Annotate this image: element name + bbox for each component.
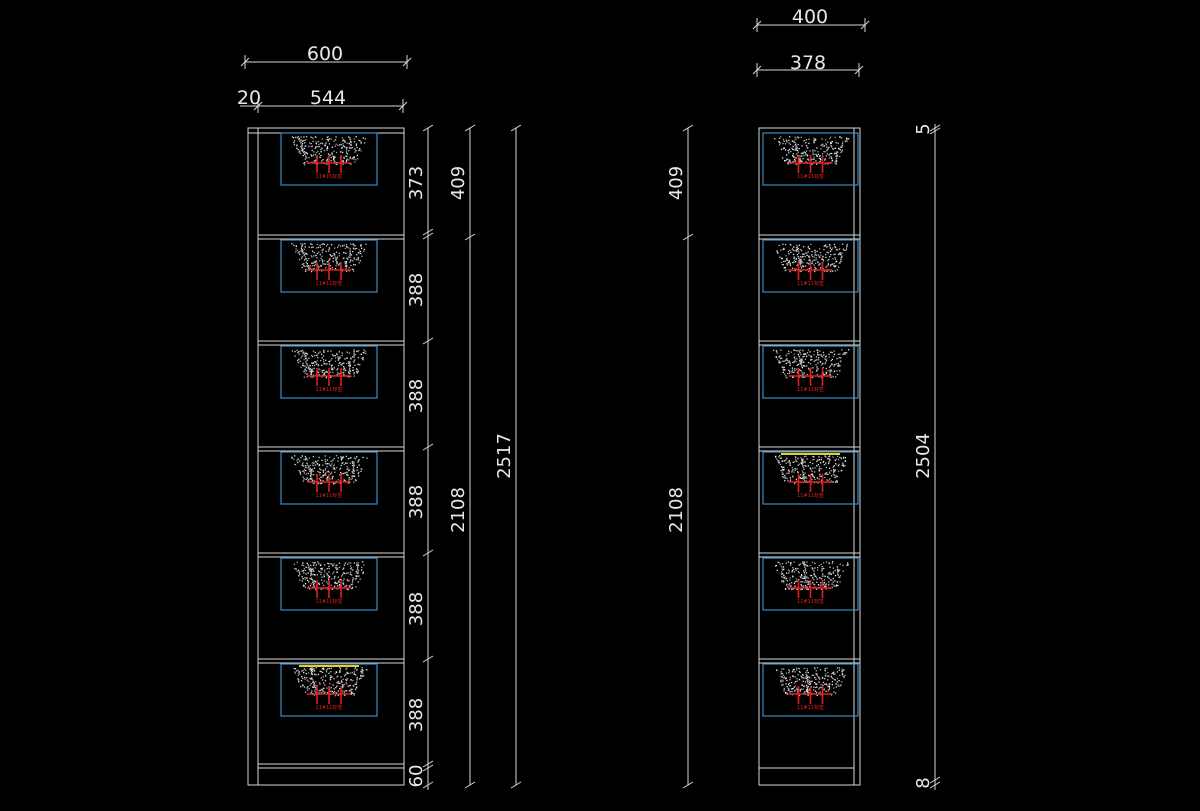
side-display-2: 11#11标签 — [762, 239, 859, 293]
dim-text-side-width: 400 — [792, 6, 828, 28]
dim-text-8: 8 — [913, 777, 934, 788]
side-marker-3 — [788, 368, 833, 386]
dim-text-2108: 2108 — [448, 487, 469, 533]
dim-text-373: 373 — [406, 166, 427, 200]
side-displays: 11#11标签 11#11标签 11#11标签 11#11标签 11#11标签 11#11… — [762, 132, 859, 717]
front-display-6: 11#11标签 — [280, 663, 378, 717]
side-shelf-label-6: 11#11标签 — [797, 704, 824, 711]
front-dim-409-2108: 409 2108 — [448, 124, 476, 789]
dim-text-2517: 2517 — [494, 433, 515, 479]
dim-text-2504: 2504 — [913, 433, 934, 479]
side-shelf-label-5: 11#11标签 — [797, 598, 824, 605]
side-dim-400: 400 — [752, 6, 870, 32]
front-display-2: 11#11标签 — [280, 239, 378, 293]
dim-text-388-1: 388 — [406, 273, 427, 307]
side-display-5: 11#11标签 — [762, 557, 859, 611]
front-shelf-label-5: 11#11标签 — [316, 598, 343, 605]
front-display-4: 11#11标签 — [280, 451, 378, 505]
side-outer-frame — [758, 127, 861, 786]
front-shelf-label-6: 11#11标签 — [316, 704, 343, 711]
front-shelf-label-3: 11#11标签 — [316, 386, 343, 393]
dim-text-panel: 20 — [237, 87, 261, 109]
front-dim-600: 600 — [240, 43, 412, 69]
side-display-6: 11#11标签 — [762, 663, 859, 717]
side-shelf-label-3: 11#11标签 — [797, 386, 824, 393]
front-marker-2 — [307, 262, 351, 280]
front-shelves — [258, 234, 404, 664]
dim-text-388-4: 388 — [406, 592, 427, 626]
dim-text-side-409: 409 — [666, 166, 687, 200]
dim-text-width: 600 — [307, 43, 343, 65]
side-display-4: 11#11标签 — [762, 451, 859, 505]
dim-text-side-inner: 378 — [790, 52, 826, 74]
front-outer-frame — [247, 127, 405, 786]
front-marker-5 — [307, 580, 351, 598]
side-shelf-label-1: 11#11标签 — [797, 173, 824, 180]
dim-text-409: 409 — [448, 166, 469, 200]
dim-text-5: 5 — [913, 123, 934, 134]
side-display-3: 11#11标签 — [762, 345, 859, 399]
side-shelves — [759, 234, 860, 664]
front-display-5: 11#11标签 — [280, 557, 378, 611]
side-dim-378: 378 — [752, 52, 864, 77]
front-dim-chain: 373 388 388 388 388 388 60 — [406, 124, 434, 790]
front-dim-544: 20 544 — [237, 87, 408, 113]
side-marker-2 — [788, 262, 833, 280]
side-shelf-label-4: 11#11标签 — [797, 492, 824, 499]
side-display-1: 11#11标签 — [762, 132, 859, 186]
side-shelf-label-2: 11#11标签 — [797, 280, 824, 287]
front-marker-4 — [307, 474, 351, 492]
dim-text-inner-width: 544 — [310, 87, 346, 109]
dim-text-388-2: 388 — [406, 379, 427, 413]
front-displays: 11#11标签 11#11标签 11#11标签 11#11标签 11#11标签 11#11… — [280, 132, 378, 717]
dim-text-60: 60 — [406, 765, 427, 788]
front-shelf-label-1: 11#11标签 — [316, 173, 343, 180]
side-marker-1 — [788, 155, 833, 173]
side-elevation: 400 378 11#11标签11#11标签11#11标签11#11标签11#1… — [666, 6, 941, 790]
side-dim-409-2108: 409 2108 — [666, 124, 694, 789]
front-marker-3 — [307, 368, 351, 386]
front-display-3: 11#11标签 — [280, 345, 378, 399]
side-marker-5 — [788, 580, 833, 598]
front-display-1: 11#11标签 — [280, 132, 378, 186]
dim-text-388-5: 388 — [406, 698, 427, 732]
dim-text-388-3: 388 — [406, 485, 427, 519]
front-elevation: 600 20 544 11#11标签11#11标签11#11标签11#11标签1… — [237, 43, 522, 790]
front-shelf-label-2: 11#11标签 — [316, 280, 343, 287]
front-shelf-label-4: 11#11标签 — [316, 492, 343, 499]
side-marker-6 — [788, 686, 833, 704]
front-marker-1 — [307, 155, 351, 173]
side-marker-4 — [788, 474, 833, 492]
dim-text-side-2108: 2108 — [666, 487, 687, 533]
front-marker-6 — [307, 686, 351, 704]
front-dim-2517: 2517 — [494, 124, 522, 789]
side-dim-2504: 2504 5 8 — [913, 123, 941, 790]
